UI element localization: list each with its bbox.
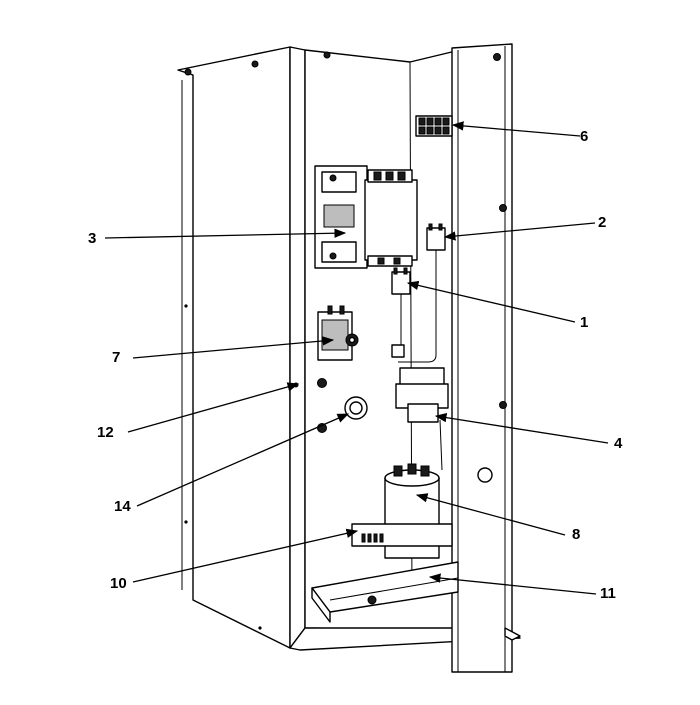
right-front-post (451, 43, 521, 673)
leader-lines (104, 121, 609, 595)
callout-4: 4 (614, 435, 623, 452)
panel-holes (293, 378, 368, 433)
callout-7: 7 (112, 349, 121, 366)
callout-3: 3 (88, 230, 97, 247)
callout-1: 1 (580, 314, 589, 331)
callout-11: 11 (600, 585, 616, 602)
callout-10: 10 (110, 575, 127, 592)
callout-8: 8 (572, 526, 581, 543)
terminal-block (415, 115, 453, 137)
contactor (314, 165, 418, 269)
transformer (395, 367, 449, 471)
callout-6: 6 (580, 128, 589, 145)
callout-12: 12 (97, 424, 114, 441)
left-side-panel (177, 46, 291, 649)
relay (317, 305, 359, 361)
callout-14: 14 (114, 498, 131, 515)
callout-2: 2 (598, 214, 607, 231)
capacitor-strap (351, 523, 453, 547)
